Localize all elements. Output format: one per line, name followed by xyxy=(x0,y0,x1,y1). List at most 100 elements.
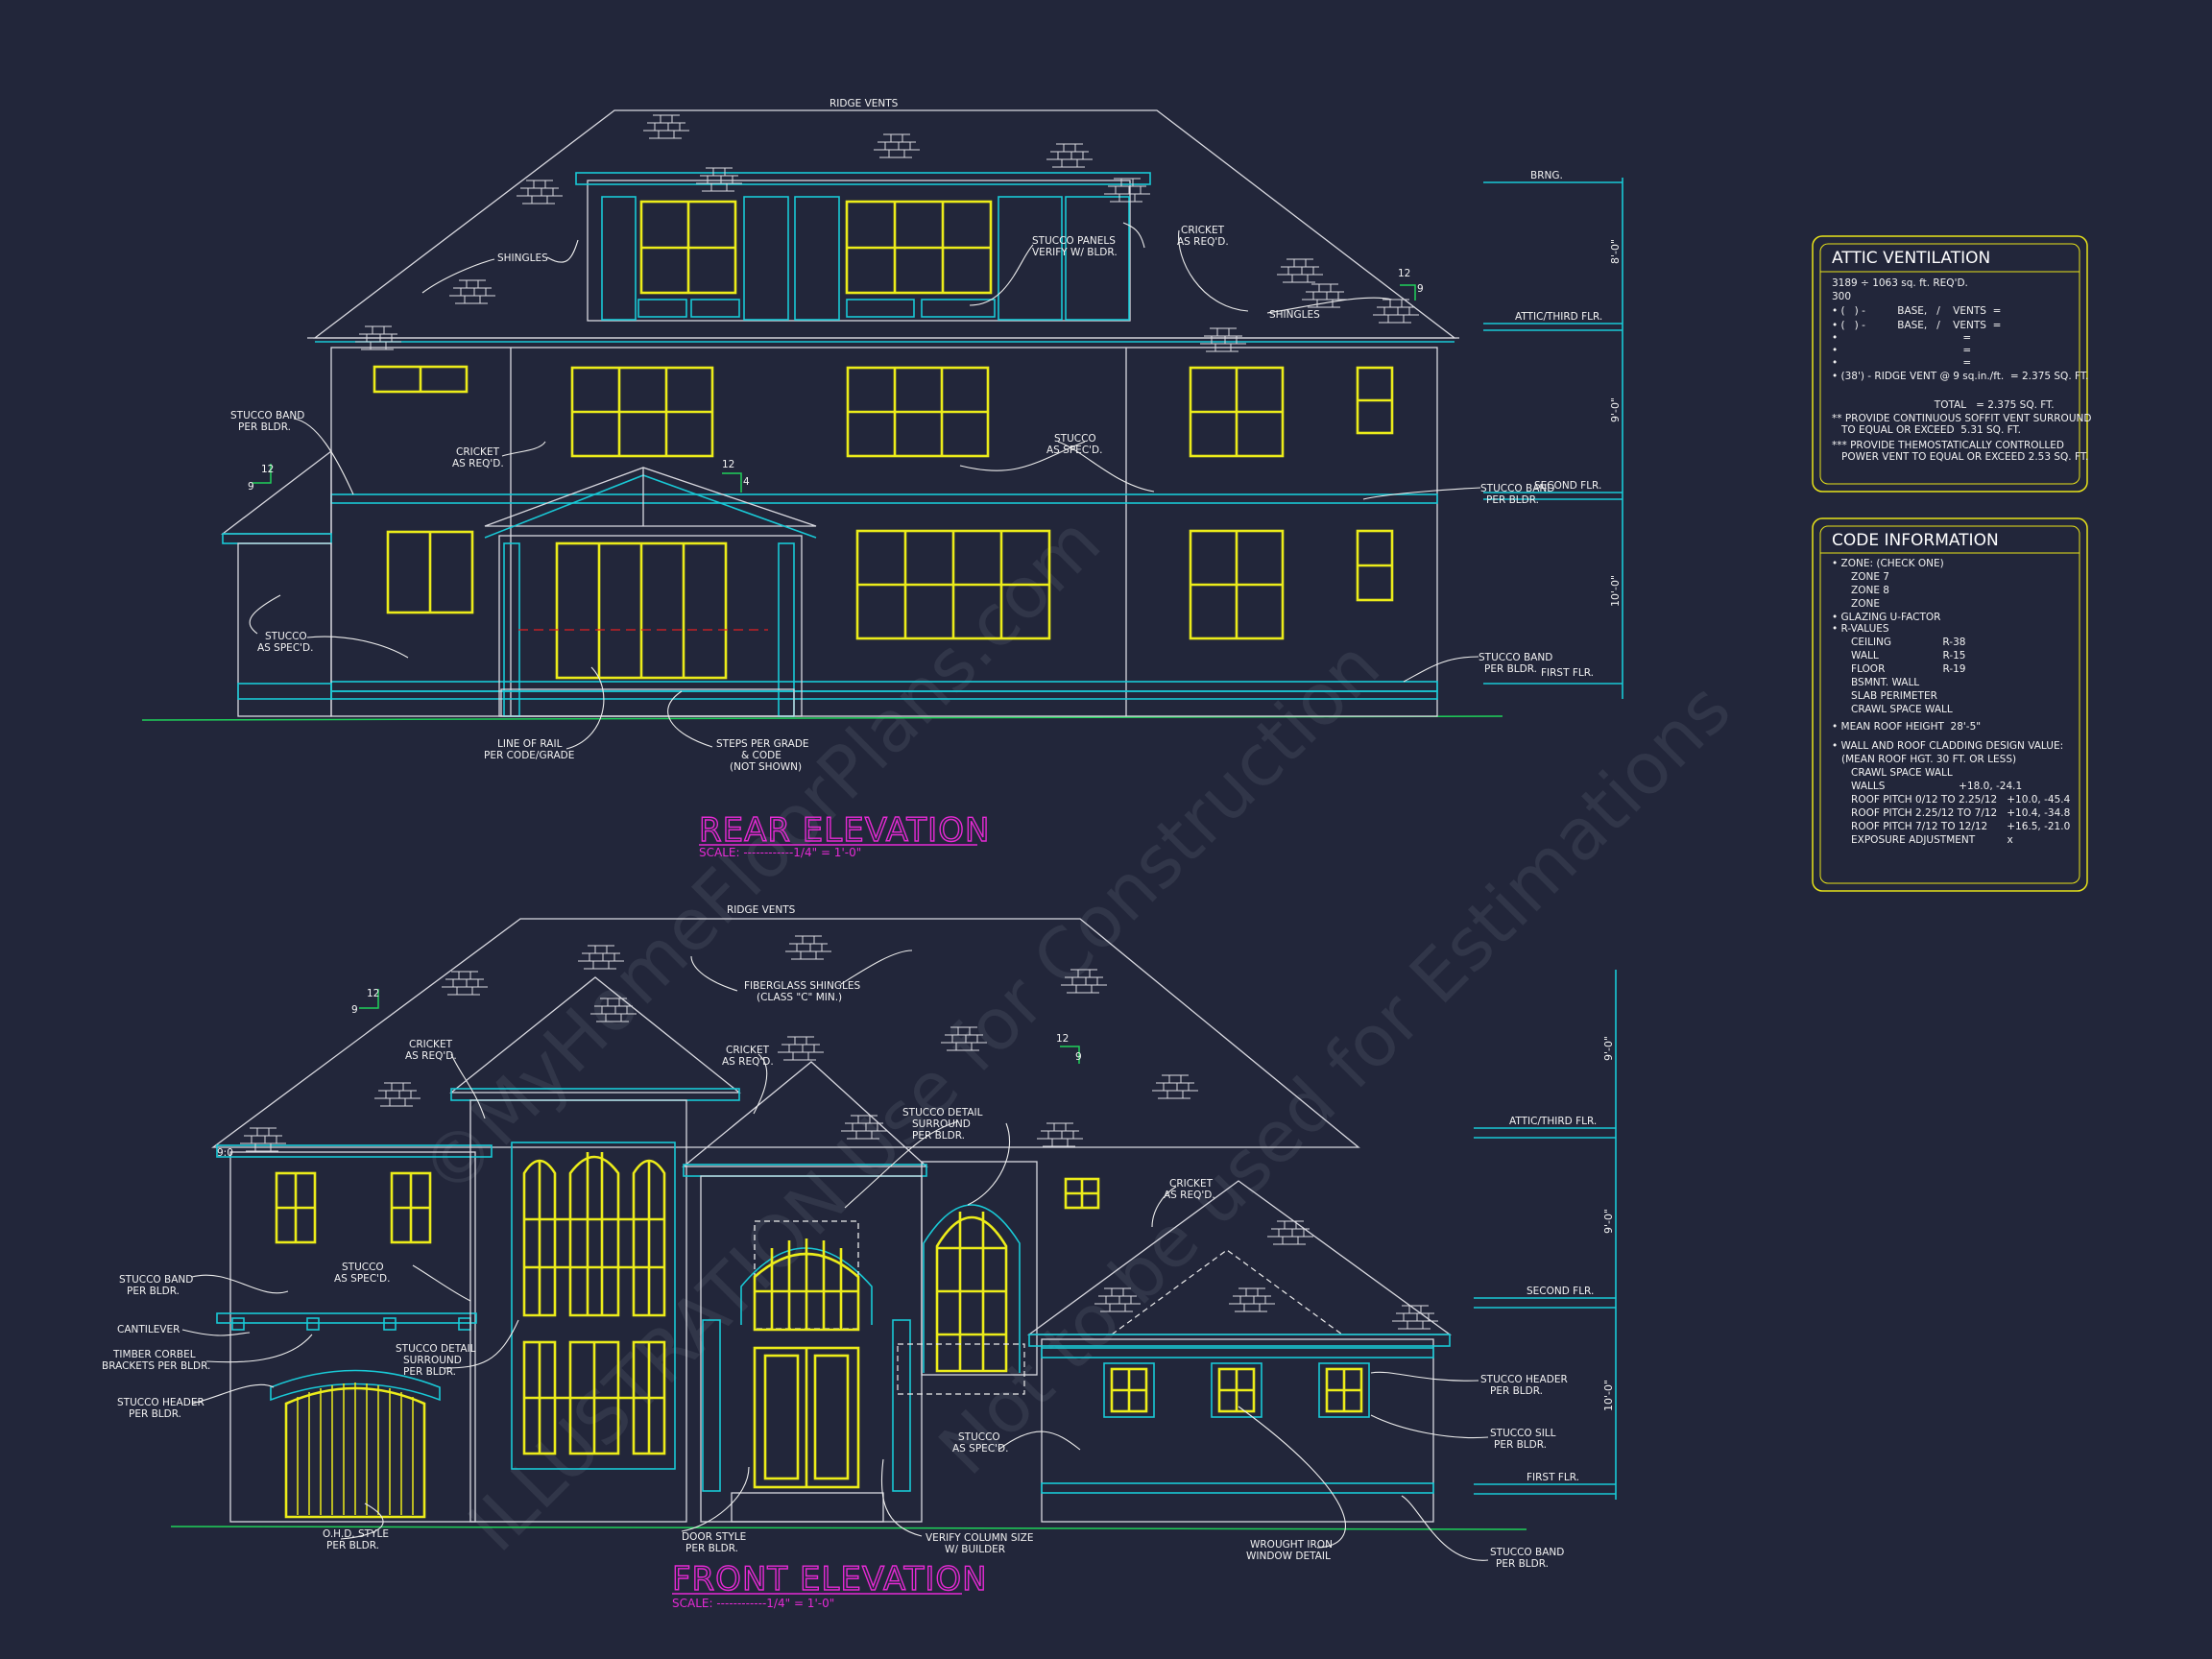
code-information-line: ROOF PITCH 0/12 TO 2.25/12 +10.0, -45.4 xyxy=(1832,794,2071,805)
code-information-line: CRAWL SPACE WALL xyxy=(1832,704,1953,715)
svg-text:12: 12 xyxy=(367,988,379,999)
svg-text:AS REQ'D.: AS REQ'D. xyxy=(452,458,504,469)
svg-text:PER BLDR.: PER BLDR. xyxy=(1490,1385,1543,1397)
front-dim-1: 9'-0" xyxy=(1602,1036,1615,1061)
svg-text:AS SPEC'D.: AS SPEC'D. xyxy=(1046,445,1102,456)
shingle-mark xyxy=(578,945,624,970)
front-dim-3: 10'-0" xyxy=(1602,1380,1615,1411)
svg-text:O.H.D. STYLE: O.H.D. STYLE xyxy=(323,1528,389,1540)
svg-text:STUCCO DETAIL: STUCCO DETAIL xyxy=(396,1343,476,1355)
front-dim-2: 9'-0" xyxy=(1602,1209,1615,1234)
shingle-mark xyxy=(1267,1220,1313,1245)
code-information-line: WALL R-15 xyxy=(1832,650,1966,661)
front-left-windows xyxy=(275,1171,432,1244)
svg-text:AS SPEC'D.: AS SPEC'D. xyxy=(952,1443,1008,1455)
svg-text:AS REQ'D.: AS REQ'D. xyxy=(1177,236,1229,248)
attic-ventilation-line: TO EQUAL OR EXCEED 5.31 SQ. FT. xyxy=(1832,424,2021,436)
svg-text:RIDGE VENTS: RIDGE VENTS xyxy=(830,98,899,109)
code-information-panel: CODE INFORMATION • ZONE: (CHECK ONE) ZON… xyxy=(1812,517,2088,892)
svg-text:STUCCO BAND: STUCCO BAND xyxy=(1490,1547,1564,1558)
shingle-mark xyxy=(778,1036,824,1061)
shingle-mark xyxy=(696,167,742,192)
rear-elevation-title: REAR ELEVATION xyxy=(699,811,990,850)
front-right-wing xyxy=(1041,1338,1434,1523)
attic-ventilation-line: POWER VENT TO EQUAL OR EXCEED 2.53 SQ. F… xyxy=(1832,451,2088,463)
attic-ventilation-line: • = xyxy=(1832,357,1971,369)
attic-ventilation-line: • ( ) - BASE, / VENTS = xyxy=(1832,305,2001,317)
rear-first-floor-windows xyxy=(386,529,1394,640)
shingle-mark xyxy=(1229,1287,1275,1312)
svg-text:SHINGLES: SHINGLES xyxy=(497,252,548,264)
svg-text:RIDGE VENTS: RIDGE VENTS xyxy=(727,904,796,916)
svg-text:STUCCO HEADER: STUCCO HEADER xyxy=(1480,1374,1568,1385)
attic-ventilation-line: • = xyxy=(1832,332,1971,344)
front-level-attic: ATTIC/THIRD FLR. xyxy=(1509,1116,1597,1127)
front-notes: RIDGE VENTS FIBERGLASS SHINGLES (CLASS "… xyxy=(102,904,1568,1570)
svg-text:CRICKET: CRICKET xyxy=(1181,225,1225,236)
shingle-mark xyxy=(1104,178,1150,203)
shingle-mark xyxy=(517,180,563,204)
code-information-line: CRAWL SPACE WALL xyxy=(1832,767,1953,779)
svg-text:(NOT SHOWN): (NOT SHOWN) xyxy=(730,761,802,773)
svg-text:CRICKET: CRICKET xyxy=(726,1045,770,1056)
svg-text:DOOR STYLE: DOOR STYLE xyxy=(682,1531,746,1543)
code-information-lines: • ZONE: (CHECK ONE) ZONE 7 ZONE 8 ZONE• … xyxy=(1832,558,2071,846)
shingle-mark xyxy=(590,998,637,1022)
svg-text:WROUGHT IRON: WROUGHT IRON xyxy=(1250,1539,1333,1551)
front-level-second: SECOND FLR. xyxy=(1527,1286,1594,1297)
svg-text:(CLASS "C" MIN.): (CLASS "C" MIN.) xyxy=(757,992,842,1003)
svg-text:WINDOW DETAIL: WINDOW DETAIL xyxy=(1246,1551,1331,1562)
svg-text:AS REQ'D.: AS REQ'D. xyxy=(1164,1190,1215,1201)
svg-text:9: 9 xyxy=(351,1004,358,1016)
front-entry-gable xyxy=(682,1061,928,1167)
svg-text:W/ BUILDER: W/ BUILDER xyxy=(945,1544,1005,1555)
front-pitch-symbols: 12 9 12 9 9:0 xyxy=(217,988,1082,1159)
rear-left-wing-roof xyxy=(221,449,332,535)
shingle-mark xyxy=(1061,969,1107,994)
shingle-mark xyxy=(1302,283,1348,308)
code-information-line: • ZONE: (CHECK ONE) xyxy=(1832,558,1944,569)
attic-ventilation-line: *** PROVIDE THEMOSTATICALLY CONTROLLED xyxy=(1832,440,2064,451)
shingle-mark xyxy=(240,1127,286,1152)
attic-ventilation-title: ATTIC VENTILATION xyxy=(1832,249,1990,268)
rear-second-floor-windows xyxy=(373,365,1394,458)
svg-text:PER BLDR.: PER BLDR. xyxy=(912,1130,965,1142)
code-information-line: WALLS +18.0, -24.1 xyxy=(1832,781,2022,792)
rear-third-floor-windows xyxy=(639,200,993,295)
svg-text:9: 9 xyxy=(248,481,254,493)
code-information-line: FLOOR R-19 xyxy=(1832,663,1965,675)
svg-text:4: 4 xyxy=(743,476,750,488)
rear-notes: RIDGE VENTS SHINGLES STUCCO PANELS VERIF… xyxy=(230,98,1554,773)
shingle-mark xyxy=(1152,1074,1198,1099)
shingle-mark xyxy=(1037,1122,1083,1147)
code-information-line: • GLAZING U-FACTOR xyxy=(1832,612,1940,623)
front-main-roof xyxy=(211,918,1360,1148)
front-elevation-title: FRONT ELEVATION xyxy=(672,1560,988,1599)
rear-level-markers: BRNG. ATTIC/THIRD FLR. SECOND FLR. FIRST… xyxy=(1483,170,1623,699)
shingle-mark xyxy=(841,1115,887,1140)
attic-ventilation-line: 3189 ÷ 1063 sq. ft. REQ'D. xyxy=(1832,277,1968,289)
garage-door-boards xyxy=(297,1382,414,1515)
svg-text:CRICKET: CRICKET xyxy=(409,1039,453,1050)
shingle-mark xyxy=(643,114,689,139)
svg-text:STUCCO HEADER: STUCCO HEADER xyxy=(117,1397,204,1408)
rear-dim-1: 8'-0" xyxy=(1609,239,1622,264)
svg-text:PER BLDR.: PER BLDR. xyxy=(326,1540,379,1551)
svg-text:STUCCO BAND: STUCCO BAND xyxy=(1479,652,1552,663)
shingle-mark xyxy=(355,325,401,350)
garage-door xyxy=(284,1386,426,1519)
shingle-mark xyxy=(785,935,831,960)
svg-text:AS REQ'D.: AS REQ'D. xyxy=(722,1056,774,1068)
svg-text:AS SPEC'D.: AS SPEC'D. xyxy=(257,642,313,654)
front-arched-windows xyxy=(522,1152,666,1455)
front-center-gable xyxy=(449,976,741,1094)
svg-text:PER BLDR.: PER BLDR. xyxy=(1486,494,1539,506)
svg-text:STUCCO SILL: STUCCO SILL xyxy=(1490,1428,1556,1439)
svg-text:BRACKETS PER BLDR.: BRACKETS PER BLDR. xyxy=(102,1360,210,1372)
entry-transom xyxy=(753,1252,860,1332)
svg-text:STUCCO DETAIL: STUCCO DETAIL xyxy=(902,1107,983,1118)
svg-text:9: 9 xyxy=(1417,283,1424,295)
rear-elevation: BRNG. ATTIC/THIRD FLR. SECOND FLR. FIRST… xyxy=(141,98,1623,859)
shingle-mark xyxy=(941,1026,987,1051)
